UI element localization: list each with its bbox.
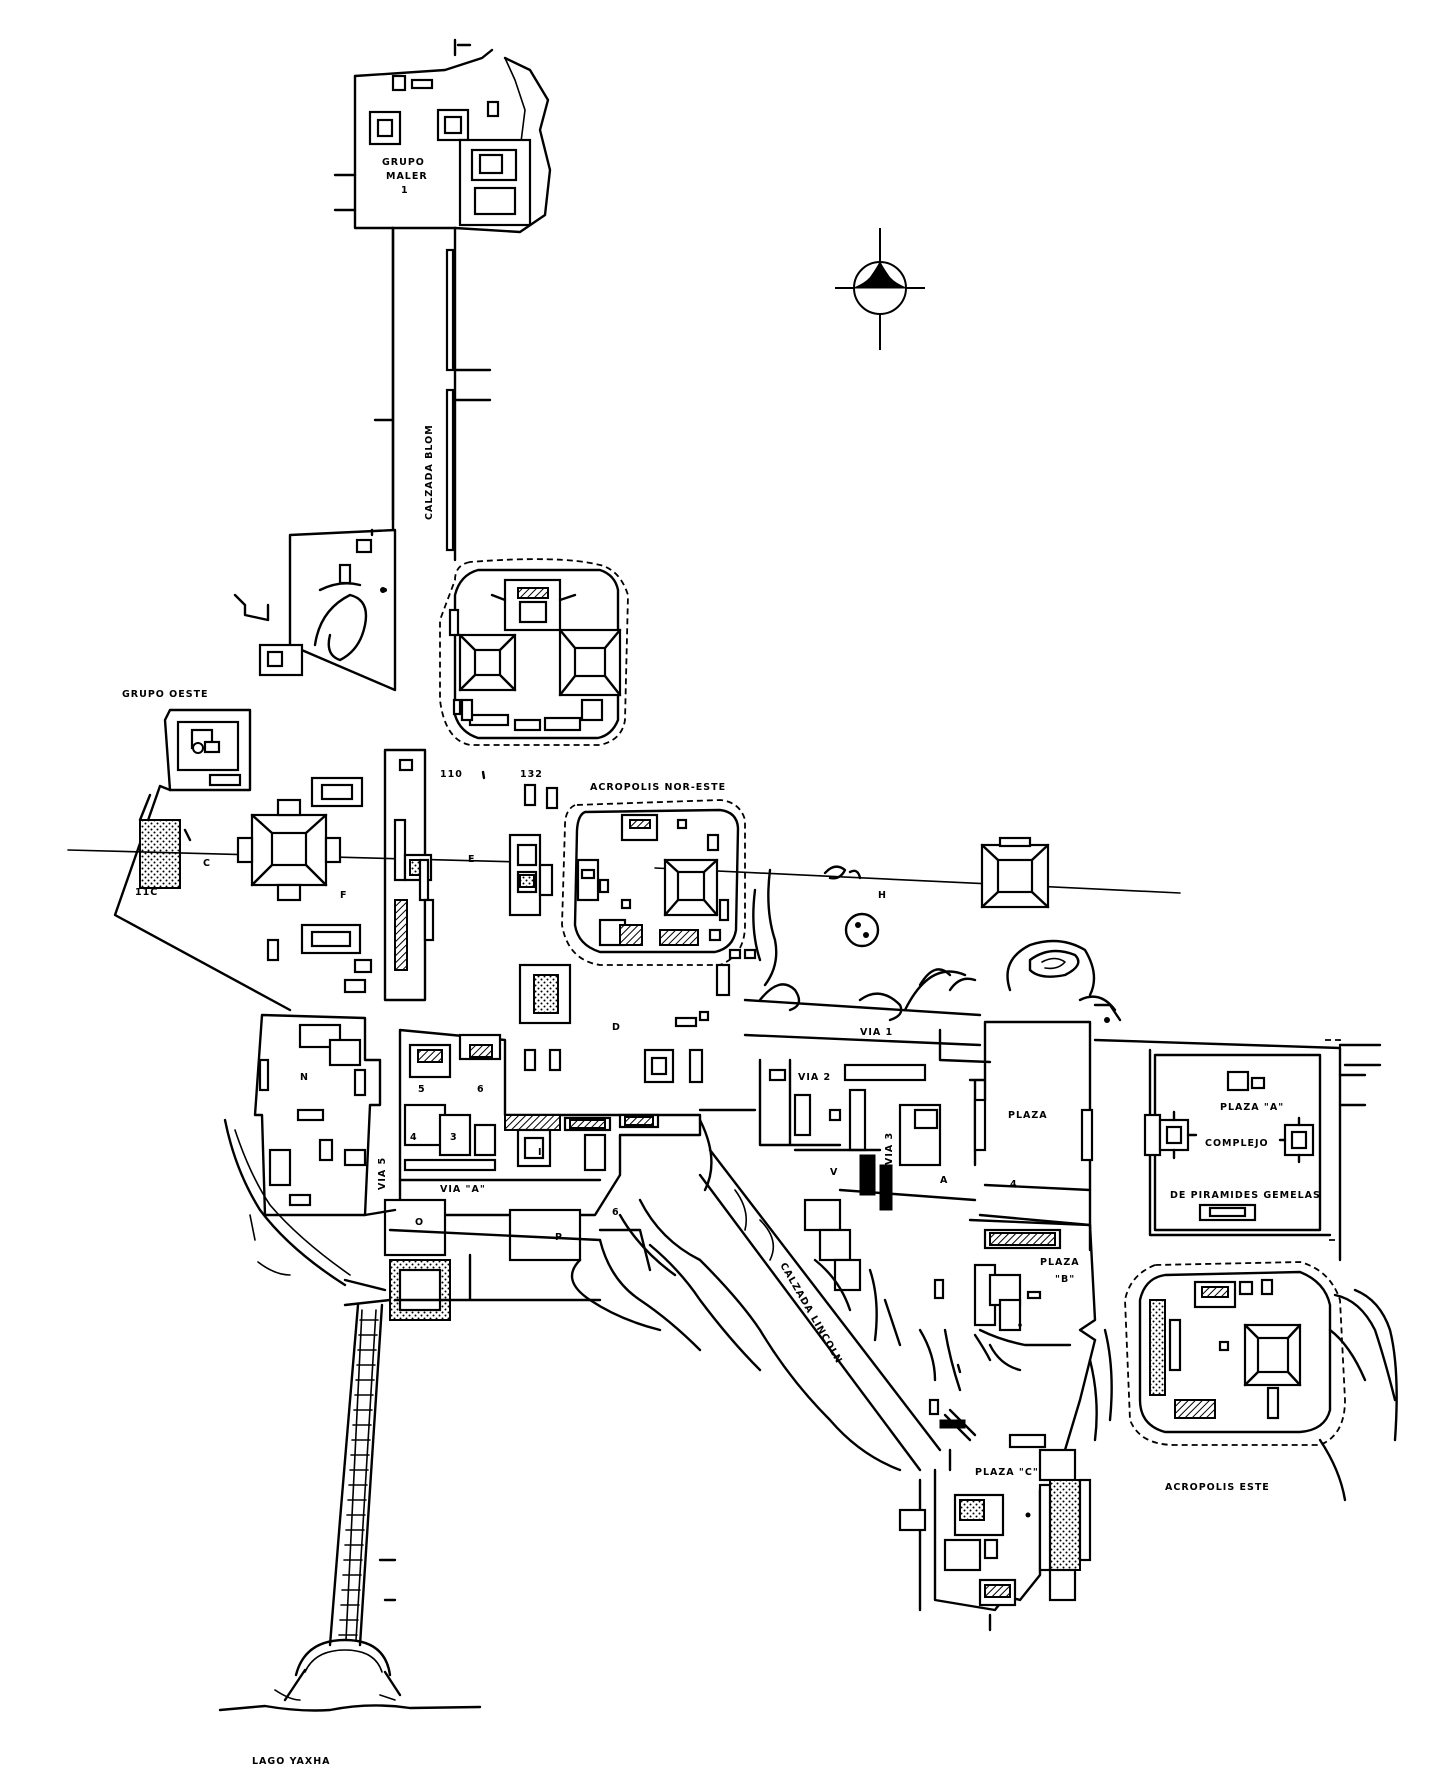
via-a-label: VIA "A" [440, 1184, 486, 1195]
radial-pyramid-f: C F [203, 798, 348, 902]
grupo-maler-number: 1 [401, 185, 409, 196]
number-5: 5 [418, 1084, 426, 1095]
block-n: N VIA 5 [253, 1013, 602, 1242]
west-shore [223, 1118, 351, 1287]
acropolis-este-label: ACROPOLIS ESTE [1165, 1482, 1270, 1493]
twin-pyramid-west [1143, 1110, 1198, 1160]
grupo-oeste-label: GRUPO OESTE [122, 689, 209, 700]
acropolis-este: ACROPOLIS ESTE [1088, 1261, 1397, 1493]
plaza-a-label: PLAZA "A" [1220, 1102, 1284, 1113]
letter-h: H [878, 890, 887, 901]
east-margin [1318, 1043, 1398, 1502]
acropolis-nor-este-label: ACROPOLIS NOR-ESTE [590, 782, 726, 793]
grupo-oeste-code: 11C [135, 887, 158, 898]
nw-enclosure [233, 528, 397, 692]
plaza-b-label-2: "B" [1055, 1274, 1075, 1285]
lago-yaxha-label: LAGO YAXHA [252, 1756, 331, 1767]
lake-causeway: LAGO YAXHA [218, 1278, 482, 1767]
via-5-label: VIA 5 [377, 1157, 388, 1190]
north-arrow-icon [835, 228, 925, 350]
calzada-blom: CALZADA BLOM [373, 226, 492, 562]
misc-markers [383, 588, 1109, 1327]
maler-structure-1 [368, 110, 402, 146]
number-3: 3 [450, 1132, 458, 1143]
plaza-a-complex: PLAZA "A" COMPLEJO DE PIRAMIDES GEMELAS [1143, 1039, 1367, 1241]
twin-pyramid-east [1278, 1116, 1315, 1164]
letter-a: A [940, 1175, 948, 1186]
west-buildings [266, 776, 373, 994]
acropolis-norte [439, 558, 629, 746]
via-2-label: VIA 2 [798, 1072, 831, 1083]
grupo-maler: GRUPO MALER 1 [333, 38, 552, 532]
letter-i: I [538, 1147, 543, 1158]
plaza-b-label-1: PLAZA [1040, 1257, 1080, 1268]
grupo-maler-label-2: MALER [386, 171, 428, 182]
via-area: VIA 2 VIA 3 V A 4 PLAZA [758, 1028, 1094, 1227]
letter-v: V [830, 1167, 838, 1178]
area-h: H [752, 836, 1117, 1022]
letter-c: C [203, 858, 211, 869]
number-4-east: 4 [1010, 1179, 1018, 1190]
number-6-south: 6 [612, 1207, 620, 1218]
complejo-label-2: DE PIRAMIDES GEMELAS [1170, 1190, 1321, 1201]
zone-d: D [612, 963, 757, 1112]
plaza-c-label: PLAZA "C" [975, 1467, 1039, 1478]
grupo-maler-label-1: GRUPO [382, 157, 425, 168]
letter-o: O [415, 1217, 424, 1228]
letter-e: E [468, 854, 476, 865]
complejo-label-1: COMPLEJO [1205, 1138, 1269, 1149]
number-110: 110 [440, 769, 463, 780]
long-structure-e: E 110 132 [383, 748, 559, 1002]
calzada-lincoln: CALZADA LINCOLN [570, 1118, 977, 1472]
letter-d: D [612, 1022, 621, 1033]
via-3-label: VIA 3 [884, 1132, 895, 1165]
central-buildings [508, 833, 572, 1072]
acropolis-nor-este: ACROPOLIS NOR-ESTE [561, 782, 757, 966]
number-132: 132 [520, 769, 543, 780]
grupo-oeste: GRUPO OESTE 11C [113, 689, 292, 1012]
plaza-label: PLAZA [1008, 1110, 1048, 1121]
causeway-rungs [338, 1319, 379, 1636]
letter-n: N [300, 1072, 309, 1083]
number-4: 4 [410, 1132, 418, 1143]
via-1-label: VIA 1 [860, 1027, 893, 1038]
number-6: 6 [477, 1084, 485, 1095]
calzada-blom-label: CALZADA BLOM [424, 424, 435, 520]
plaza-c: PLAZA "C" [898, 1433, 1092, 1632]
letter-f: F [340, 890, 348, 901]
plaza-b: PLAZA "B" [968, 1218, 1097, 1452]
